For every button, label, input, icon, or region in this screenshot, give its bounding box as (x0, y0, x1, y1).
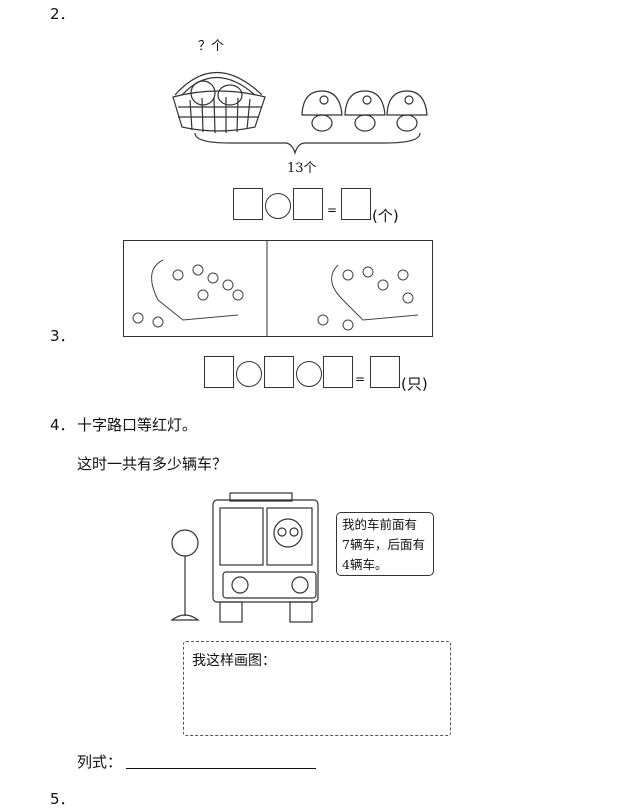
speech-bubble: 我的车前面有 7辆车，后面有 4辆车。 (336, 512, 434, 576)
unit-label: (只) (401, 375, 428, 393)
speech-line-1: 我的车前面有 (342, 517, 418, 532)
basket-mushrooms-illustration (172, 72, 428, 156)
question-4-title: 十字路口等红灯。 (77, 416, 198, 434)
unknown-count-label: ？个 (198, 39, 225, 54)
equals-sign: = (355, 372, 366, 386)
chicks-fence-illustration (123, 240, 433, 337)
operator-circle-1[interactable] (236, 361, 262, 387)
basket-icon (172, 72, 266, 134)
answer-box-3[interactable] (323, 356, 353, 388)
answer-box-1[interactable] (233, 188, 263, 220)
total-brace (194, 132, 421, 156)
answer-box-1[interactable] (204, 356, 234, 388)
operator-circle[interactable] (265, 193, 291, 219)
question-4-number: 4． (50, 416, 75, 434)
answer-box-result[interactable] (341, 188, 371, 220)
total-count-label: 13个 (287, 161, 317, 176)
operator-circle-2[interactable] (296, 361, 322, 387)
equals-sign: = (327, 203, 338, 217)
mushroom-icons (301, 90, 428, 132)
speech-line-3: 4辆车。 (342, 557, 388, 572)
question-5-number: 5． (50, 790, 75, 808)
drawing-area[interactable]: 我这样画图： (183, 641, 451, 736)
unit-label: (个) (372, 207, 399, 225)
answer-box-2[interactable] (293, 188, 323, 220)
formula-answer-line[interactable] (126, 768, 316, 769)
speech-line-2: 7辆车，后面有 (342, 537, 425, 552)
question-3-number: 3． (50, 327, 75, 345)
answer-box-2[interactable] (264, 356, 294, 388)
bus-driver-illustration (170, 492, 319, 623)
question-4-prompt: 这时一共有多少辆车？ (77, 455, 228, 473)
question-2-number: 2． (50, 5, 75, 23)
drawing-area-label: 我这样画图： (192, 653, 276, 669)
formula-label: 列式： (77, 753, 123, 771)
answer-box-result[interactable] (370, 356, 400, 388)
